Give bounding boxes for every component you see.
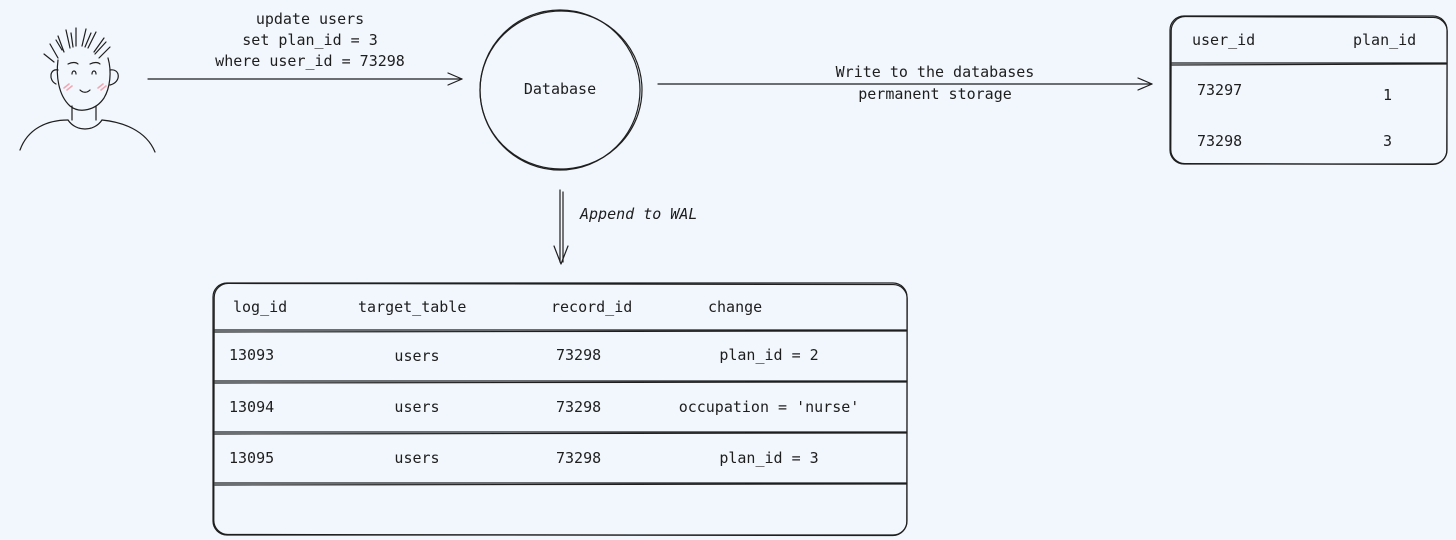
users-row-1-plan-id: 1 [1383, 86, 1392, 104]
user-avatar-icon [20, 28, 155, 152]
users-row-1-user-id: 73297 [1197, 81, 1242, 99]
wal-row-3-log-id: 13095 [229, 449, 274, 467]
user-hair [44, 28, 110, 62]
query-line-1: update users [200, 10, 420, 28]
wal-row-2-change: occupation = 'nurse' [664, 398, 874, 416]
user-collar [68, 120, 102, 129]
wal-row-2-log-id: 13094 [229, 398, 274, 416]
wal-row-3-change: plan_id = 3 [664, 449, 874, 467]
wal-label: Append to WAL [580, 205, 697, 223]
arrow-query [148, 73, 462, 85]
wal-row-1-record-id: 73298 [556, 346, 601, 364]
wal-row-1-log-id: 13093 [229, 346, 274, 364]
wal-row-3-target-table: users [367, 449, 467, 467]
wal-row-2-record-id: 73298 [556, 398, 601, 416]
arrow-wal [554, 190, 568, 264]
user-body [20, 120, 155, 152]
user-brows [68, 63, 100, 65]
wal-row-1-target-table: users [367, 347, 467, 365]
wal-row-1-change: plan_id = 2 [664, 346, 874, 364]
wal-header-log-id: log_id [233, 298, 287, 316]
query-line-2: set plan_id = 3 [200, 31, 420, 49]
user-eyes [72, 71, 96, 74]
wal-row-2-target-table: users [367, 398, 467, 416]
users-row-2-plan-id: 3 [1383, 132, 1392, 150]
query-line-3: where user_id = 73298 [200, 52, 420, 70]
wal-row-3-record-id: 73298 [556, 449, 601, 467]
wal-header-record-id: record_id [551, 298, 632, 316]
users-row-2-user-id: 73298 [1197, 132, 1242, 150]
user-blush [64, 84, 106, 90]
wal-header-change: change [708, 298, 762, 316]
write-label-line-1: Write to the databases [810, 63, 1060, 81]
user-ear-right [110, 70, 118, 85]
users-header-user-id: user_id [1192, 31, 1255, 49]
database-label: Database [500, 80, 620, 98]
wal-header-target-table: target_table [358, 298, 466, 316]
user-mouth [80, 90, 90, 92]
users-header-plan-id: plan_id [1353, 31, 1416, 49]
write-label-line-2: permanent storage [810, 85, 1060, 103]
